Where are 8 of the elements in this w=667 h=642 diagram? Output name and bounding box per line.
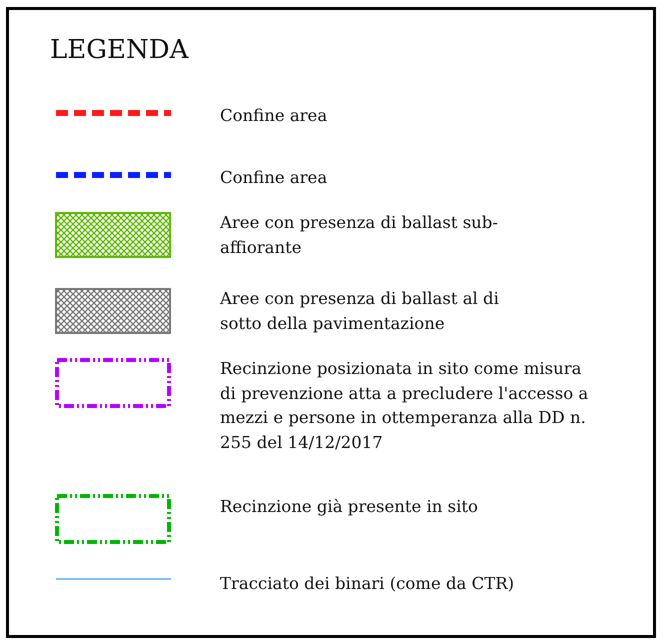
legend-text: Recinzione già presente in sito xyxy=(220,496,479,518)
legend-text: Aree con presenza di ballast sub-affiorante xyxy=(220,212,499,258)
legend-text: Confine area xyxy=(220,167,328,189)
legend-title: LEGENDA xyxy=(50,34,188,66)
legend-text: Aree con presenza di ballast al di sotto della pavimentazione xyxy=(220,288,500,334)
legend-text: Tracciato dei binari (come da CTR) xyxy=(220,573,516,595)
legend-text: Confine area xyxy=(220,105,328,127)
legend-text: Recinzione posizionata in sito come misura di prevenzione atta a precludere l'accesso a mezzi e persone in ottemperanza alla DD n. 255 del 14/12/2017 xyxy=(220,358,590,454)
